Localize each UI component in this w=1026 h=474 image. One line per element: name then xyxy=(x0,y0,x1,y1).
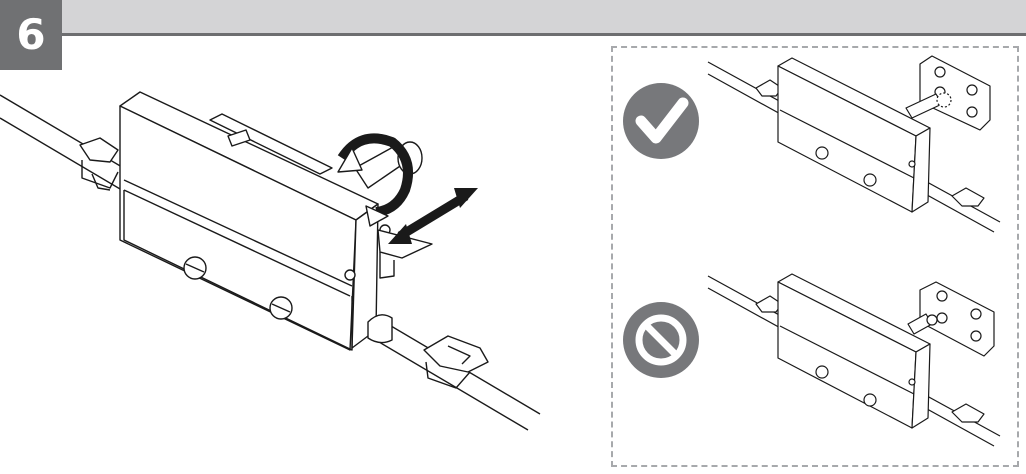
check-circle-icon xyxy=(623,83,699,159)
main-clamp-assembly xyxy=(0,91,541,431)
prohibited-circle-icon xyxy=(623,302,699,378)
step-number: 6 xyxy=(0,0,62,70)
correct-assembly xyxy=(707,55,1001,233)
comparison-panel xyxy=(623,55,1001,447)
incorrect-assembly xyxy=(707,273,1001,447)
comparison-frame xyxy=(611,46,1019,467)
header-bar xyxy=(0,0,1026,36)
